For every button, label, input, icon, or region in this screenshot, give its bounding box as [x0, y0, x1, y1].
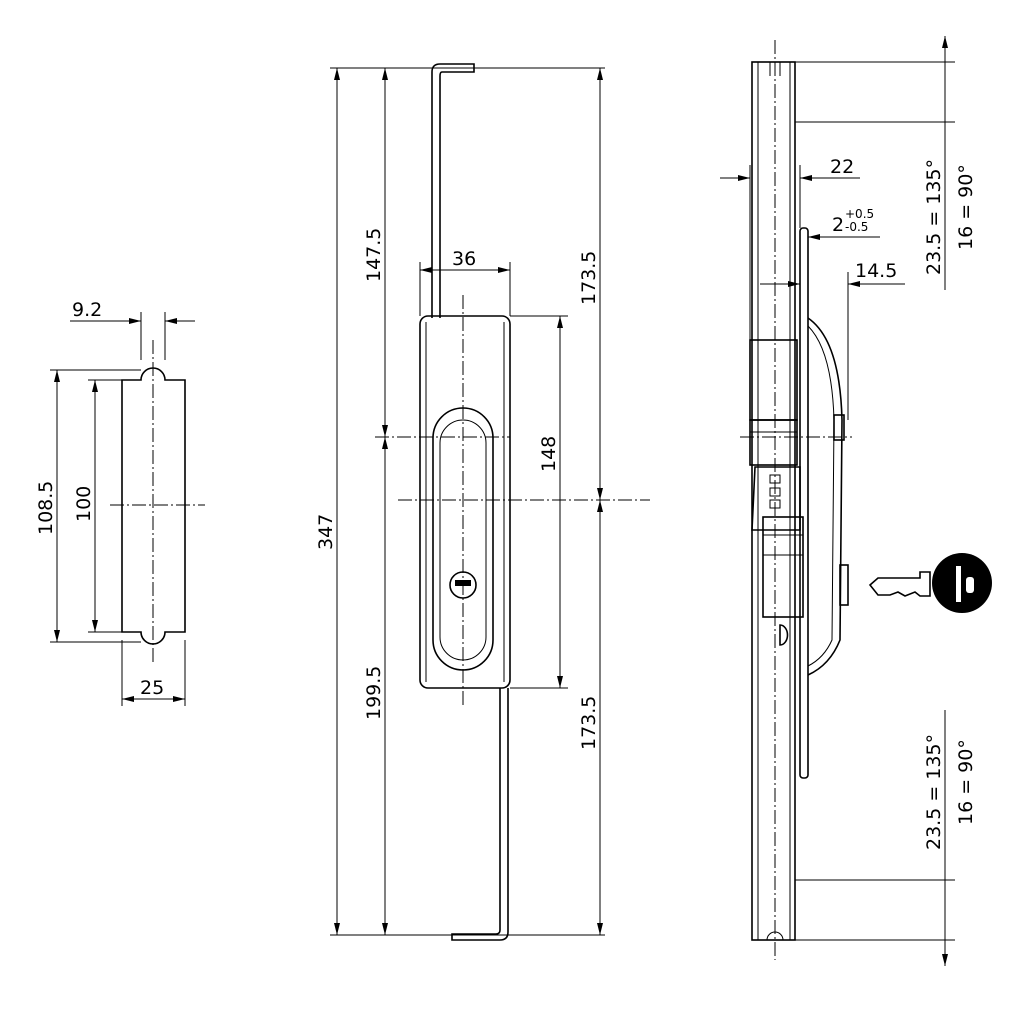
dim-22: 22	[830, 156, 854, 178]
dim-347: 347	[315, 514, 337, 550]
dim-148: 148	[538, 436, 560, 472]
dim-147-5: 147.5	[363, 228, 385, 282]
dim-25: 25	[140, 677, 164, 699]
dim-199-5: 199.5	[363, 666, 385, 720]
side-view: 22 2 +0.5 -0.5 14.5 23.5 = 135° 16 = 90°…	[720, 36, 992, 966]
key-icon	[868, 553, 992, 613]
tolerance-minus: -0.5	[845, 220, 868, 234]
dim-14-5: 14.5	[855, 260, 897, 282]
dim-2: 2	[832, 214, 844, 236]
top-stroke-135: 23.5 = 135°	[923, 159, 945, 275]
dim-9-2: 9.2	[72, 299, 102, 321]
dim-36: 36	[452, 248, 476, 270]
bottom-stroke-90: 16 = 90°	[955, 739, 977, 825]
dim-173-5-lower: 173.5	[578, 696, 600, 750]
dim-108-5: 108.5	[35, 481, 57, 535]
dim-173-5-upper: 173.5	[578, 251, 600, 305]
tolerance-plus: +0.5	[845, 207, 874, 221]
bottom-stroke-135: 23.5 = 135°	[923, 734, 945, 850]
front-view: 347 147.5 199.5 173.5 173.5 148 36	[315, 63, 650, 941]
end-view: 25 108.5 100 9.2	[35, 299, 205, 706]
top-stroke-90: 16 = 90°	[955, 164, 977, 250]
dim-100: 100	[73, 486, 95, 522]
